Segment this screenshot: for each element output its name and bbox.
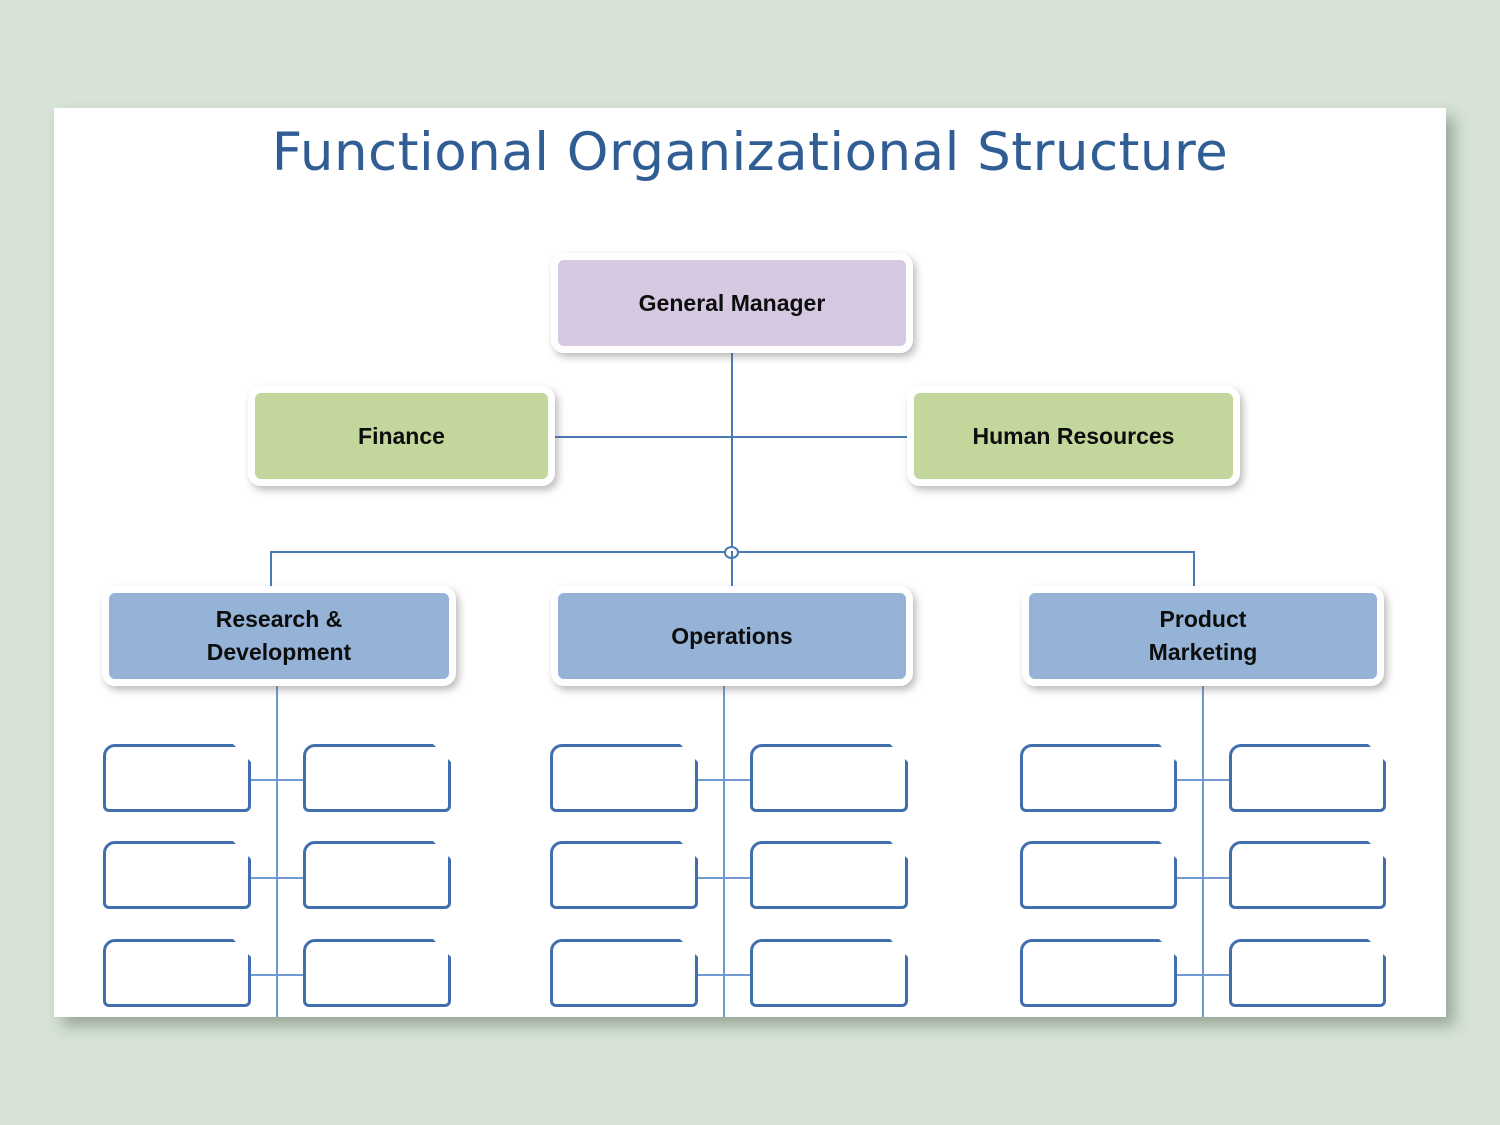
node-finance[interactable]: Finance <box>248 386 555 486</box>
connector-stub <box>1176 779 1204 781</box>
empty-slot-box[interactable] <box>1020 744 1177 812</box>
empty-slot-box[interactable] <box>750 841 908 909</box>
empty-slot-box[interactable] <box>103 841 251 909</box>
connector-stub <box>1176 877 1204 879</box>
empty-slot-box[interactable] <box>303 841 451 909</box>
connector-stub <box>1202 974 1230 976</box>
slide-canvas: Functional Organizational Structure <box>54 108 1446 1017</box>
connector-drop-rd <box>270 551 272 591</box>
node-operations[interactable]: Operations <box>551 586 913 686</box>
node-label-general-manager: General Manager <box>638 289 826 316</box>
connector-stub <box>723 974 751 976</box>
connector-spine-marketing <box>1202 676 1204 1017</box>
empty-slot-box[interactable] <box>103 939 251 1007</box>
page-title: Functional Organizational Structure <box>271 122 1229 183</box>
connector-stub <box>250 877 278 879</box>
connector-spine-operations <box>723 676 725 1017</box>
empty-slot-box[interactable] <box>1229 939 1386 1007</box>
empty-slot-box[interactable] <box>750 744 908 812</box>
connector-stub <box>723 779 751 781</box>
connector-drop-operations <box>731 551 733 591</box>
connector-stub <box>276 974 304 976</box>
connector-trunk-lower <box>731 436 733 553</box>
connector-drop-marketing <box>1193 551 1195 591</box>
connector-stub <box>723 877 751 879</box>
connector-stub <box>1176 974 1204 976</box>
empty-slot-box[interactable] <box>550 939 698 1007</box>
empty-slot-box[interactable] <box>550 841 698 909</box>
connector-stub <box>1202 877 1230 879</box>
connector-stub <box>276 877 304 879</box>
empty-slot-box[interactable] <box>550 744 698 812</box>
empty-slot-box[interactable] <box>103 744 251 812</box>
connector-stub <box>250 974 278 976</box>
node-label-research-and-development: Research &Development <box>206 606 352 665</box>
connector-stub <box>697 779 725 781</box>
node-research-and-development[interactable]: Research &Development <box>102 586 456 686</box>
connector-stub <box>276 779 304 781</box>
node-label-human-resources: Human Resources <box>972 422 1175 449</box>
node-human-resources[interactable]: Human Resources <box>907 386 1240 486</box>
empty-slot-box[interactable] <box>1020 939 1177 1007</box>
empty-slot-box[interactable] <box>1229 841 1386 909</box>
empty-slot-box[interactable] <box>303 744 451 812</box>
empty-slot-box[interactable] <box>750 939 908 1007</box>
connector-spine-rd <box>276 676 278 1017</box>
connector-stub <box>697 877 725 879</box>
connector-stub <box>1202 779 1230 781</box>
node-label-finance: Finance <box>358 422 445 449</box>
connector-stub <box>250 779 278 781</box>
connector-stub <box>697 974 725 976</box>
node-label-operations: Operations <box>671 622 793 649</box>
empty-slot-box[interactable] <box>303 939 451 1007</box>
empty-slot-box[interactable] <box>1020 841 1177 909</box>
empty-slot-box[interactable] <box>1229 744 1386 812</box>
node-general-manager[interactable]: General Manager <box>551 253 913 353</box>
